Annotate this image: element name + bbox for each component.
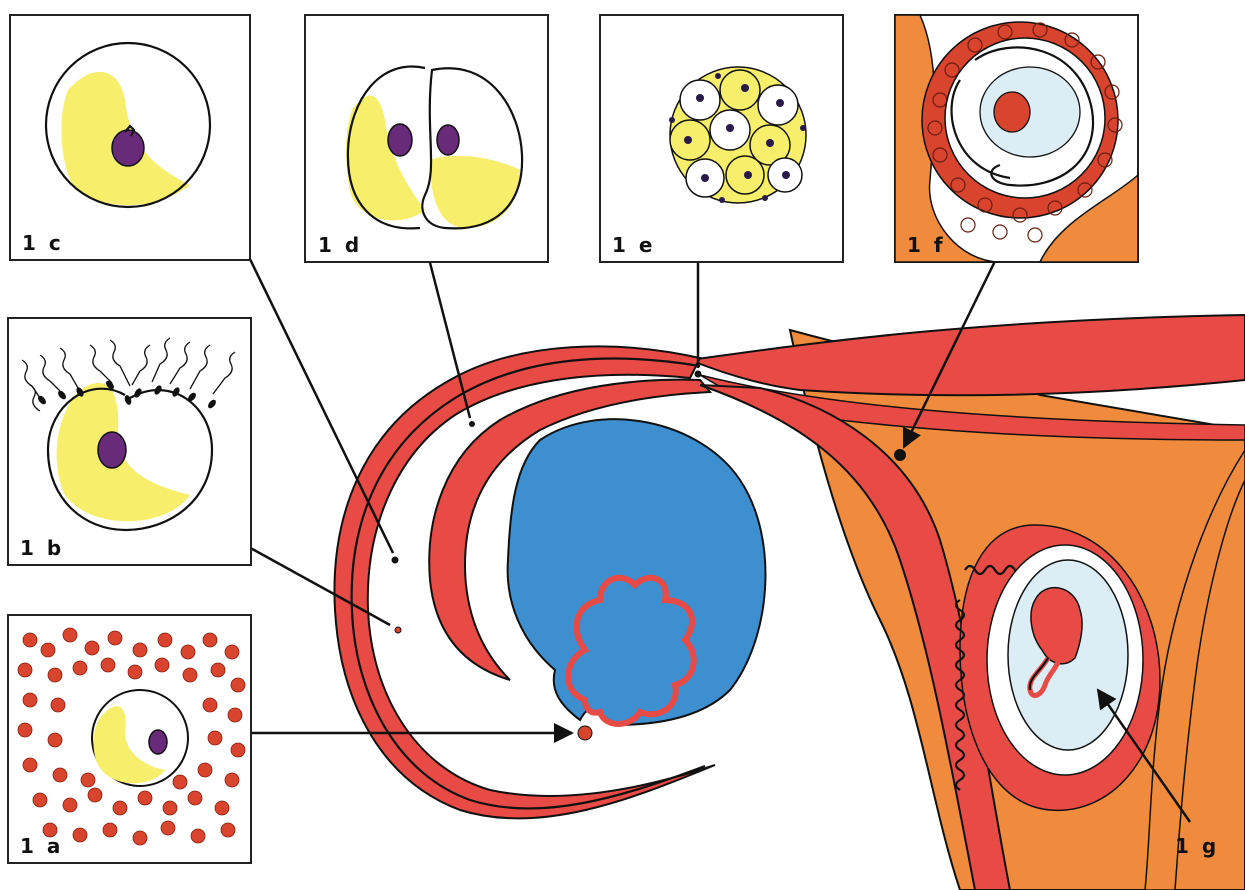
nucleus xyxy=(149,730,167,754)
label-1b: 1 b xyxy=(20,536,64,560)
marker-1a xyxy=(578,726,592,740)
label-1f: 1 f xyxy=(907,233,946,257)
panel-1f: 1 f xyxy=(895,15,1138,262)
label-1d: 1 d xyxy=(318,233,362,257)
marker-1e xyxy=(695,371,702,378)
marker-1f xyxy=(894,449,906,461)
panel-1a: 1 a xyxy=(8,615,251,863)
label-1g: 1 g xyxy=(1175,834,1219,858)
nucleus xyxy=(98,432,126,468)
marker-1d xyxy=(469,421,475,427)
anatomy xyxy=(334,315,1245,890)
fallopian-tube-right xyxy=(690,315,1245,395)
panel-1b: 1 b xyxy=(8,318,251,565)
nucleus-left xyxy=(388,124,412,156)
nucleus-right xyxy=(437,125,459,155)
panel-1e: 1 e xyxy=(600,15,843,262)
label-1a: 1 a xyxy=(20,834,63,858)
label-1c: 1 c xyxy=(22,231,64,255)
marker-1b xyxy=(395,627,401,633)
morula xyxy=(669,67,806,203)
panel-1d: 1 d xyxy=(305,15,548,262)
marker-1c xyxy=(392,557,399,564)
nucleus xyxy=(112,130,144,166)
label-1e: 1 e xyxy=(612,233,655,257)
panel-1c: 1 c xyxy=(10,15,250,260)
embryonic-disc xyxy=(994,92,1030,132)
leader-1c xyxy=(248,255,393,553)
